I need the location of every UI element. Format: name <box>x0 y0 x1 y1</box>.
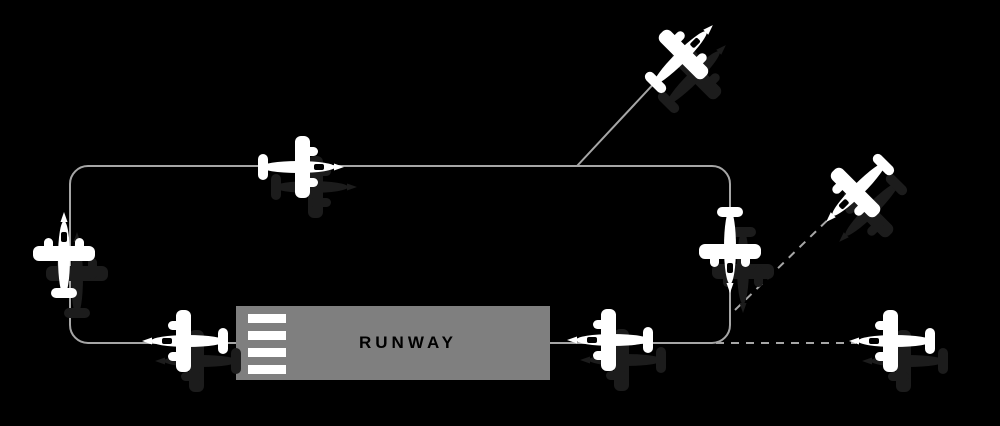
aircraft-final-approach <box>567 304 666 391</box>
base-entry-path <box>734 205 843 311</box>
departure-path <box>576 76 661 167</box>
plane-icon <box>33 212 95 298</box>
runway-label: RUNWAY <box>359 333 457 352</box>
aircraft-downwind <box>255 131 357 218</box>
plane-icon <box>567 309 653 371</box>
runway-threshold-stripes <box>248 314 286 374</box>
aircraft-departing <box>630 3 748 128</box>
plane-icon <box>849 310 935 372</box>
runway-surface <box>236 306 550 380</box>
aircraft-base-entry <box>804 139 922 264</box>
aircraft-base-leg <box>686 207 774 313</box>
plane-icon <box>142 310 228 372</box>
plane-icon <box>804 139 909 244</box>
plane-icon <box>699 207 761 293</box>
plane-icon <box>258 136 344 198</box>
plane-icon <box>630 3 735 108</box>
aircraft-straight-in <box>849 305 948 392</box>
aircraft-upwind <box>142 305 241 392</box>
runway <box>236 306 550 380</box>
aircraft-crosswind <box>20 212 108 318</box>
